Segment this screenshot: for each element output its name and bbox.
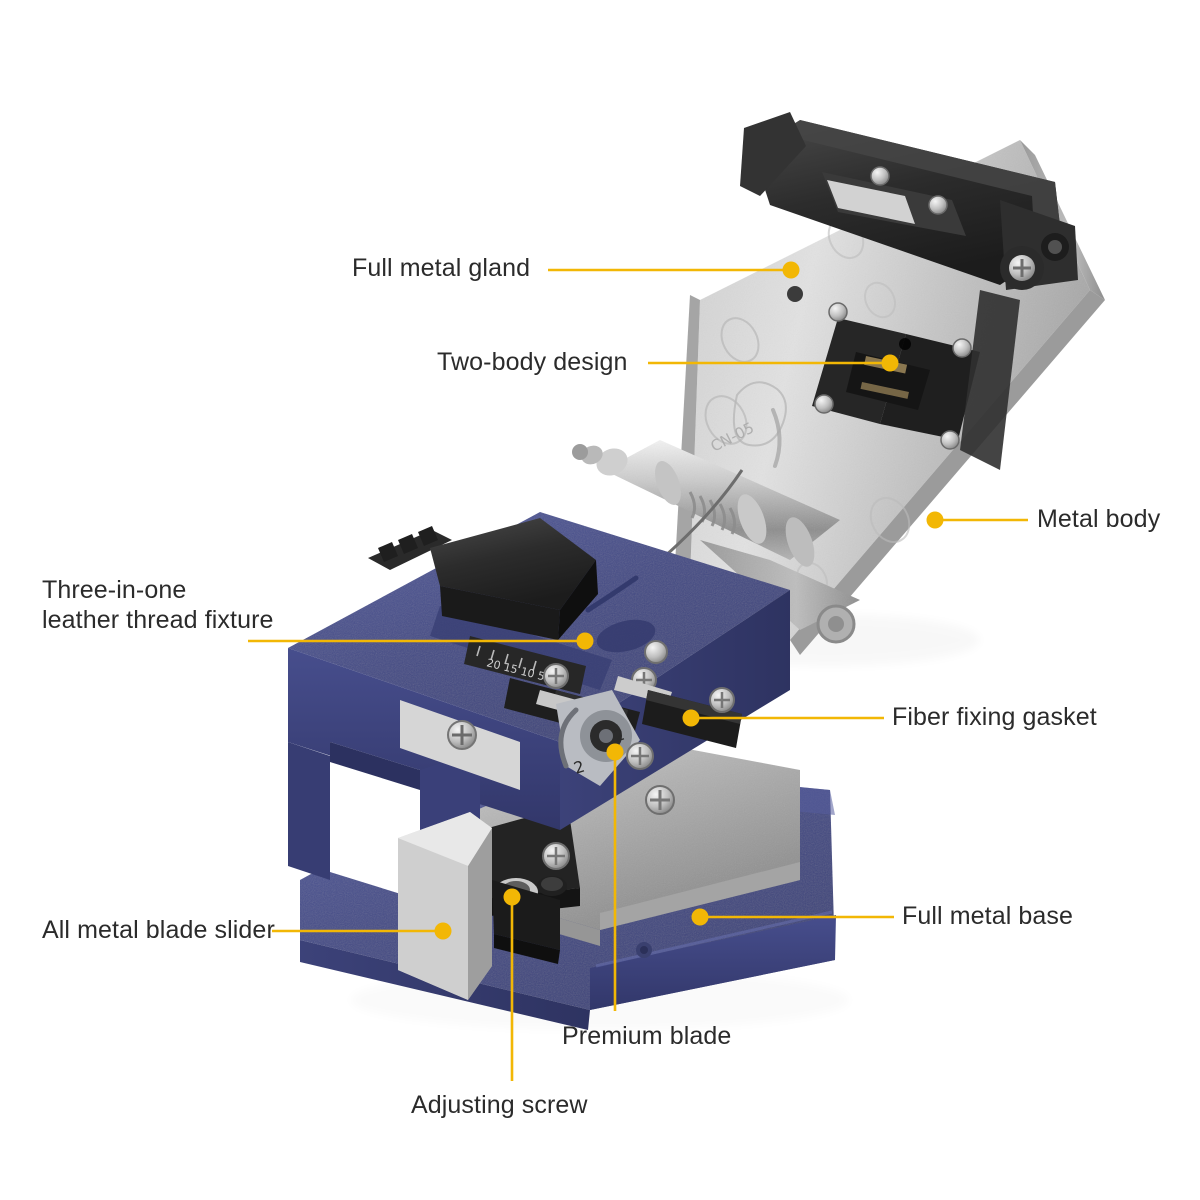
carriage-center-screw <box>645 785 675 815</box>
all-metal-blade-slider <box>398 812 492 1000</box>
gland-rubber-pad-block <box>787 286 980 450</box>
callout-label-three-in-one-leather-thread-fixture: Three-in-one leather thread fixture <box>42 576 274 634</box>
callout-label-premium-blade: Premium blade <box>562 1022 732 1050</box>
callout-label-two-body-design: Two-body design <box>437 348 628 376</box>
gland-upper-rail <box>822 166 966 236</box>
carriage-left-screw <box>542 842 570 870</box>
callout-label-fiber-fixing-gasket: Fiber fixing gasket <box>892 703 1097 731</box>
hinge-threaded-rod <box>572 440 860 644</box>
gland-pivot-screw <box>1000 246 1044 290</box>
callout-label-metal-body: Metal body <box>1037 505 1161 533</box>
cleaver-lower-body: 20 15 10 5 <box>288 512 850 1030</box>
callout-label-all-metal-blade-slider: All metal blade slider <box>42 916 275 944</box>
callout-label-full-metal-base: Full metal base <box>902 902 1074 930</box>
callout-label-adjusting-screw: Adjusting screw <box>411 1091 588 1119</box>
premium-blade: 2 2 <box>556 690 654 786</box>
callout-label-full-metal-gland: Full metal gland <box>352 254 531 282</box>
cleaver-main-block <box>288 512 790 900</box>
